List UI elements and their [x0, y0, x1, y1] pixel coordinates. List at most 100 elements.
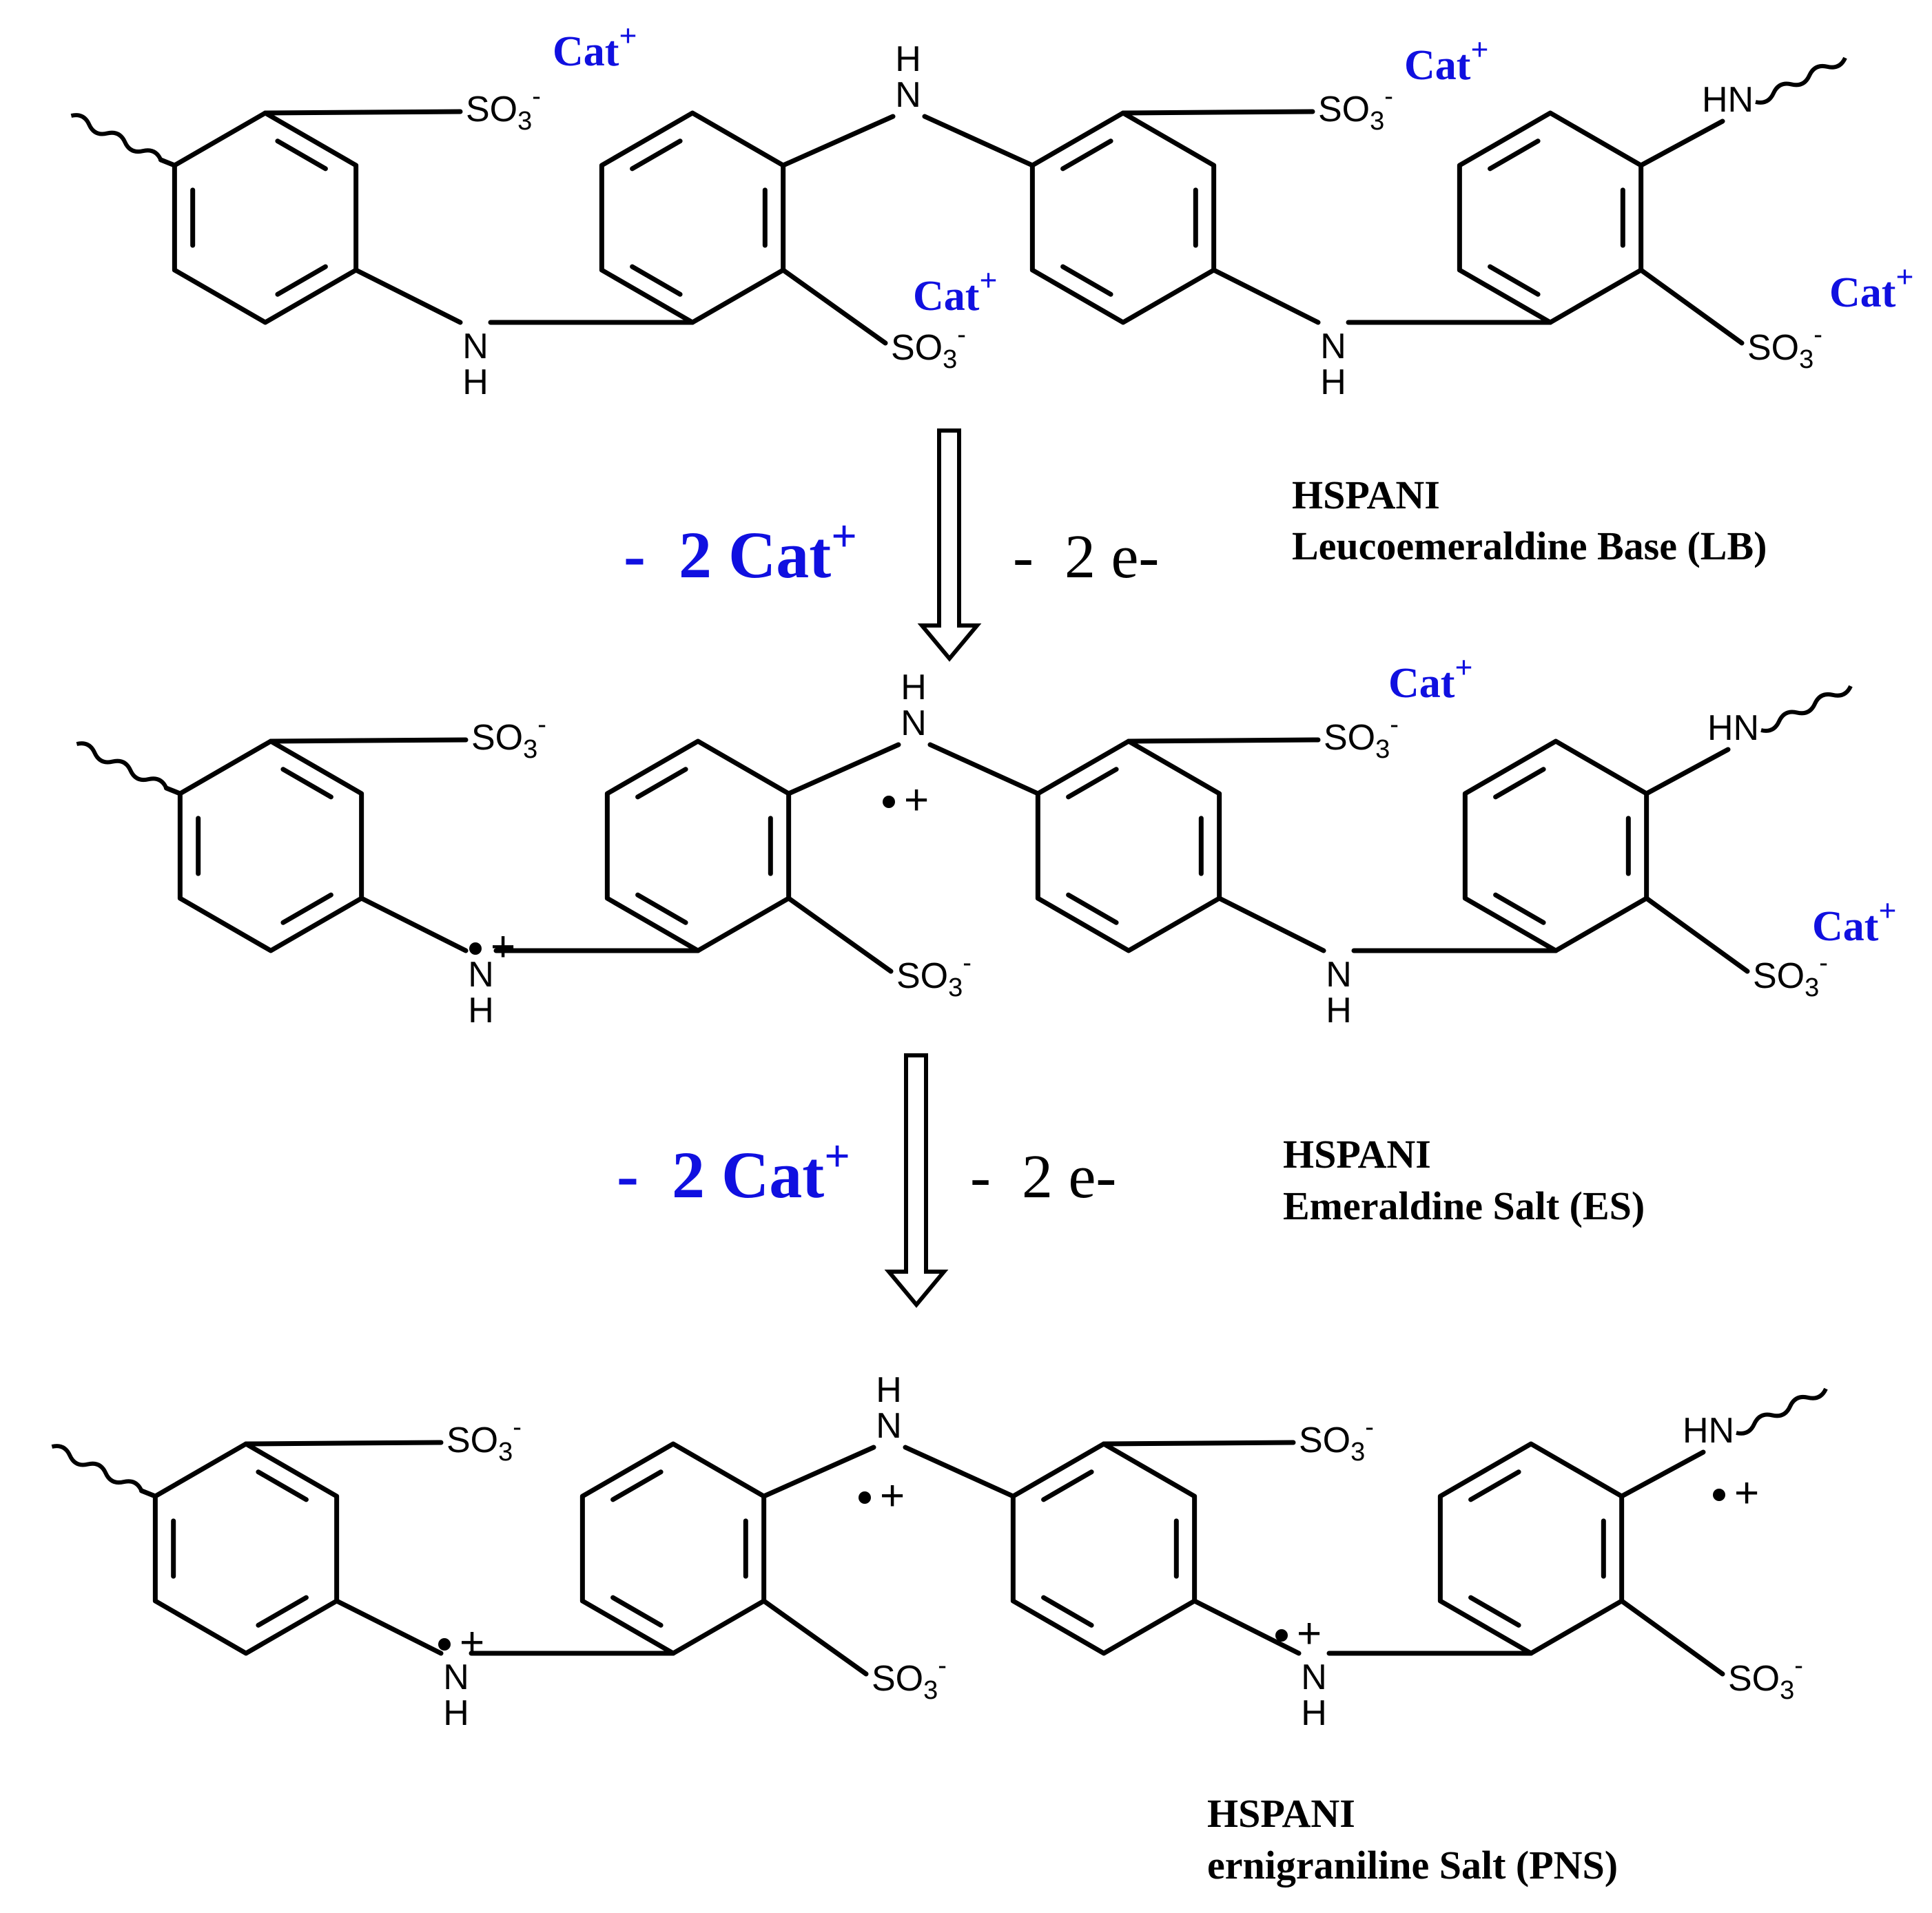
ring-double-bond [275, 264, 328, 297]
sulfonate-bond [1101, 1440, 1296, 1447]
step-2-prefix: - 2 [617, 1138, 721, 1212]
ring-double-bond [1066, 767, 1119, 800]
amine-n: N [876, 1406, 902, 1446]
reaction-arrow-1 [917, 428, 982, 662]
benzene-ring [1010, 1441, 1198, 1656]
radical-dot [859, 1491, 871, 1504]
amine-h: H [468, 991, 494, 1031]
reaction-arrow-2 [884, 1053, 949, 1308]
sulfonate-group: SO3- [1299, 1413, 1374, 1467]
amine-n: N [1326, 955, 1352, 995]
polymer-structures [51, 56, 1853, 1677]
ring-double-bond [1493, 767, 1546, 800]
chain-bond [922, 114, 1035, 168]
amine-n: N [462, 327, 489, 366]
sulfonate-bond [1644, 896, 1750, 974]
polymer-continuation-wave [76, 741, 169, 789]
cation-counterion: Cat+ [1812, 893, 1897, 950]
chain-bond [786, 742, 901, 796]
polymer-continuation-wave [51, 1444, 144, 1492]
sulfonate-bond [761, 1598, 869, 1677]
chain-bond [927, 742, 1040, 796]
ring-outline [1035, 738, 1222, 953]
radical-cation-plus: + [1734, 1469, 1759, 1517]
sulfonate-group: SO3- [1753, 949, 1828, 1002]
sulfonate-group: SO3- [471, 710, 546, 764]
radical-cation-plus: + [491, 923, 515, 971]
chain-bond [1644, 747, 1731, 796]
polymer-continuation-wave [1736, 1387, 1828, 1436]
ring-outline [579, 1441, 767, 1656]
amine-h: H [1301, 1693, 1327, 1733]
chain-bond [353, 267, 463, 325]
label-lb-line2: Leucoemeraldine Base (LB) [1292, 524, 1767, 568]
ring-outline [177, 738, 364, 953]
radical-dot [438, 1638, 451, 1651]
ring-double-bond [635, 892, 688, 925]
chain-bond [163, 785, 183, 796]
benzene-ring [1029, 110, 1217, 325]
step-1-electron-loss: - 2 e- [1013, 523, 1159, 591]
amine-h: H [462, 362, 489, 402]
sulfonate-group: SO3- [872, 1651, 947, 1705]
chain-bond [334, 1598, 444, 1656]
ring-outline [1462, 738, 1650, 953]
amine-n: N [443, 1657, 469, 1697]
sulfonate-group: SO3- [896, 949, 972, 1002]
ring-double-bond [1060, 264, 1113, 297]
sulfonate-bond [781, 267, 888, 346]
ring-outline [152, 1441, 340, 1656]
sulfonate-bond [1126, 737, 1321, 744]
ring-outline [1029, 110, 1217, 325]
ring-double-bond [1493, 892, 1546, 925]
sulfonate-group: SO3- [1318, 82, 1393, 136]
chain-bond [1619, 1449, 1706, 1499]
chain-bond [781, 114, 896, 168]
step-1-cat: Cat [728, 518, 831, 592]
radical-cation-plus: + [460, 1619, 484, 1666]
amine-n: N [468, 955, 494, 995]
ring-outline [172, 110, 359, 325]
sulfonate-bond [1120, 109, 1315, 116]
ring-double-bond [1060, 138, 1113, 172]
ring-outline [1437, 1441, 1625, 1656]
amine-h: H [901, 668, 927, 707]
sulfonate-bond [263, 109, 463, 116]
label-es-line2: Emeraldine Salt (ES) [1283, 1183, 1645, 1228]
benzene-ring [177, 738, 364, 953]
amine-h: H [1326, 991, 1352, 1031]
chain-bond [359, 896, 469, 953]
step-2-cation-loss: - 2 Cat+ [617, 1131, 850, 1212]
step-1-cat-sup: + [831, 511, 857, 561]
ring-double-bond [610, 1469, 664, 1502]
text-overlays: NHHNNHHNSO3-SO3-SO3-SO3-Cat+Cat+Cat+Cat+… [438, 18, 1914, 1733]
ring-double-bond [630, 264, 683, 297]
amine-hn: HN [1707, 708, 1759, 748]
sulfonate-group: SO3- [446, 1413, 522, 1467]
chain-bond [158, 157, 177, 168]
chain-bond [1638, 118, 1725, 168]
polymer-continuation-wave [70, 113, 163, 161]
benzene-ring [1437, 1441, 1625, 1656]
chain-bond [138, 1488, 158, 1499]
ring-double-bond [1041, 1595, 1094, 1628]
chain-bond [1217, 896, 1326, 953]
benzene-ring [599, 110, 786, 325]
chain-bond [761, 1445, 876, 1499]
radical-cation-plus: + [1297, 1610, 1322, 1657]
sulfonate-group: SO3- [1747, 320, 1822, 374]
amine-h: H [443, 1693, 469, 1733]
benzene-ring [579, 1441, 767, 1656]
step-1-cation-loss: - 2 Cat+ [624, 511, 857, 592]
ring-double-bond [280, 767, 333, 800]
benzene-ring [1457, 110, 1644, 325]
sulfonate-bond [1638, 267, 1745, 346]
sulfonate-bond [786, 896, 894, 974]
ring-outline [604, 738, 792, 953]
ring-double-bond [1066, 892, 1119, 925]
ring-double-bond [635, 767, 688, 800]
benzene-ring [172, 110, 359, 325]
ring-outline [1010, 1441, 1198, 1656]
step-2-cat: Cat [721, 1138, 824, 1212]
